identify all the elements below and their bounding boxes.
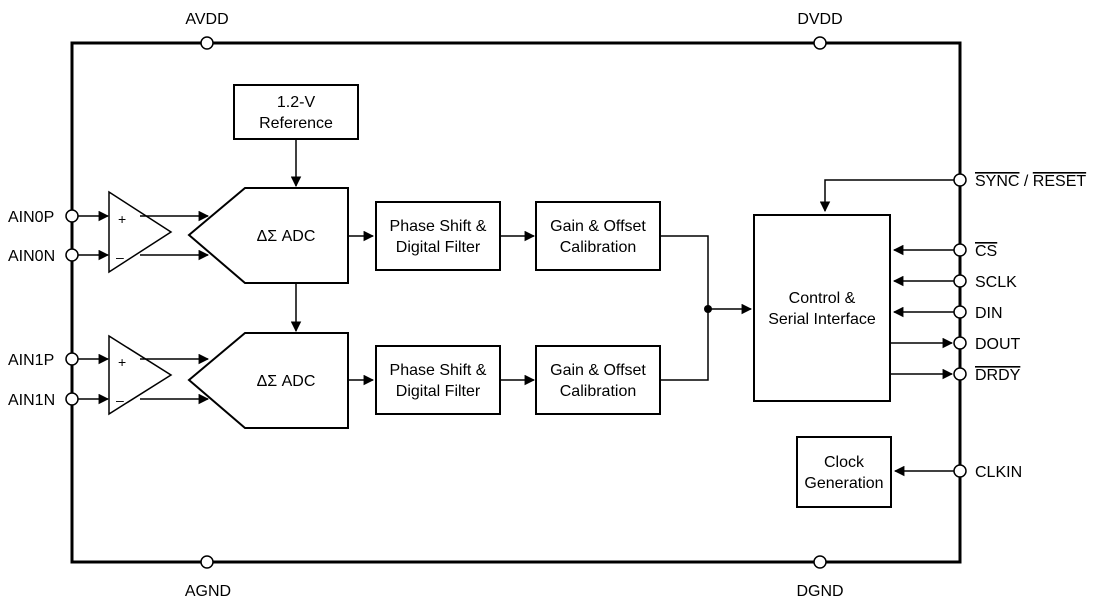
pga-1: + – bbox=[108, 334, 173, 416]
filter-1: Phase Shift & Digital Filter bbox=[375, 345, 501, 415]
pin-cs-label: CS bbox=[975, 243, 997, 260]
pin-ain1p: AIN1P bbox=[8, 352, 79, 369]
pga-0: + – bbox=[108, 190, 173, 274]
pin-ain0p-label: AIN0P bbox=[8, 209, 54, 226]
clock-block: Clock Generation bbox=[796, 436, 892, 508]
clock-line1: Clock bbox=[824, 454, 865, 471]
adc-1: ΔΣ ADC bbox=[187, 332, 349, 429]
pin-ain0n: AIN0N bbox=[8, 248, 79, 265]
chip-outline bbox=[70, 41, 962, 564]
pin-clkin: CLKIN bbox=[893, 464, 1022, 481]
calibration-1: Gain & Offset Calibration bbox=[535, 345, 661, 415]
pin-dvdd: DVDD bbox=[797, 11, 843, 50]
wire-cal-merge bbox=[661, 235, 709, 381]
pin-ain1n: AIN1N bbox=[8, 392, 79, 409]
reference-block: 1.2-V Reference bbox=[233, 84, 359, 140]
reference-line1: 1.2-V bbox=[277, 94, 316, 111]
pin-dout-label: DOUT bbox=[975, 336, 1021, 353]
adc-0-label: ΔΣ ADC bbox=[257, 228, 316, 245]
pin-cs: CS bbox=[892, 243, 997, 260]
calibration-1-line1: Gain & Offset bbox=[550, 362, 646, 379]
pga-1-minus: – bbox=[116, 392, 124, 408]
pga-1-plus: + bbox=[118, 354, 126, 370]
pin-dgnd-label: DGND bbox=[796, 583, 843, 600]
pin-dgnd: DGND bbox=[796, 555, 844, 600]
pin-sclk-label: SCLK bbox=[975, 274, 1017, 291]
pin-sclk: SCLK bbox=[892, 274, 1017, 291]
pin-ain0n-label: AIN0N bbox=[8, 248, 55, 265]
filter-0-line2: Digital Filter bbox=[396, 239, 481, 256]
filter-0-line1: Phase Shift & bbox=[390, 218, 487, 235]
pin-avdd-label: AVDD bbox=[185, 11, 228, 28]
pga-0-minus: – bbox=[116, 249, 124, 265]
pin-din-label: DIN bbox=[975, 305, 1003, 322]
pin-dout: DOUT bbox=[890, 336, 1021, 353]
pin-sync-text: SYNC bbox=[975, 173, 1019, 190]
control-line1: Control & bbox=[789, 290, 856, 307]
pin-ain0p: AIN0P bbox=[8, 209, 79, 226]
pin-sync-reset-label: SYNC / RESET bbox=[975, 173, 1086, 190]
pga-0-plus: + bbox=[118, 211, 126, 227]
pin-agnd: AGND bbox=[185, 555, 231, 600]
pin-clkin-label: CLKIN bbox=[975, 464, 1022, 481]
pin-reset-text: RESET bbox=[1033, 173, 1087, 190]
pin-sync-sep: / bbox=[1019, 173, 1032, 190]
pin-drdy: DRDY bbox=[890, 367, 1021, 384]
clock-line2: Generation bbox=[804, 475, 883, 492]
pin-din: DIN bbox=[892, 305, 1003, 322]
calibration-0-line1: Gain & Offset bbox=[550, 218, 646, 235]
filter-1-line1: Phase Shift & bbox=[390, 362, 487, 379]
pin-sync-reset: SYNC / RESET bbox=[819, 173, 1086, 213]
pin-agnd-label: AGND bbox=[185, 583, 231, 600]
pin-drdy-label: DRDY bbox=[975, 367, 1021, 384]
adc-1-label: ΔΣ ADC bbox=[257, 373, 316, 390]
pin-dvdd-label: DVDD bbox=[797, 11, 842, 28]
calibration-1-line2: Calibration bbox=[560, 383, 636, 400]
filter-0: Phase Shift & Digital Filter bbox=[375, 201, 501, 271]
control-block: Control & Serial Interface bbox=[753, 214, 891, 402]
filter-1-line2: Digital Filter bbox=[396, 383, 481, 400]
adc-0: ΔΣ ADC bbox=[187, 187, 349, 284]
control-line2: Serial Interface bbox=[768, 311, 876, 328]
pin-ain1p-label: AIN1P bbox=[8, 352, 54, 369]
calibration-0: Gain & Offset Calibration bbox=[535, 201, 661, 271]
reference-line2: Reference bbox=[259, 115, 333, 132]
pin-ain1n-label: AIN1N bbox=[8, 392, 55, 409]
calibration-0-line2: Calibration bbox=[560, 239, 636, 256]
pin-avdd: AVDD bbox=[185, 11, 229, 50]
